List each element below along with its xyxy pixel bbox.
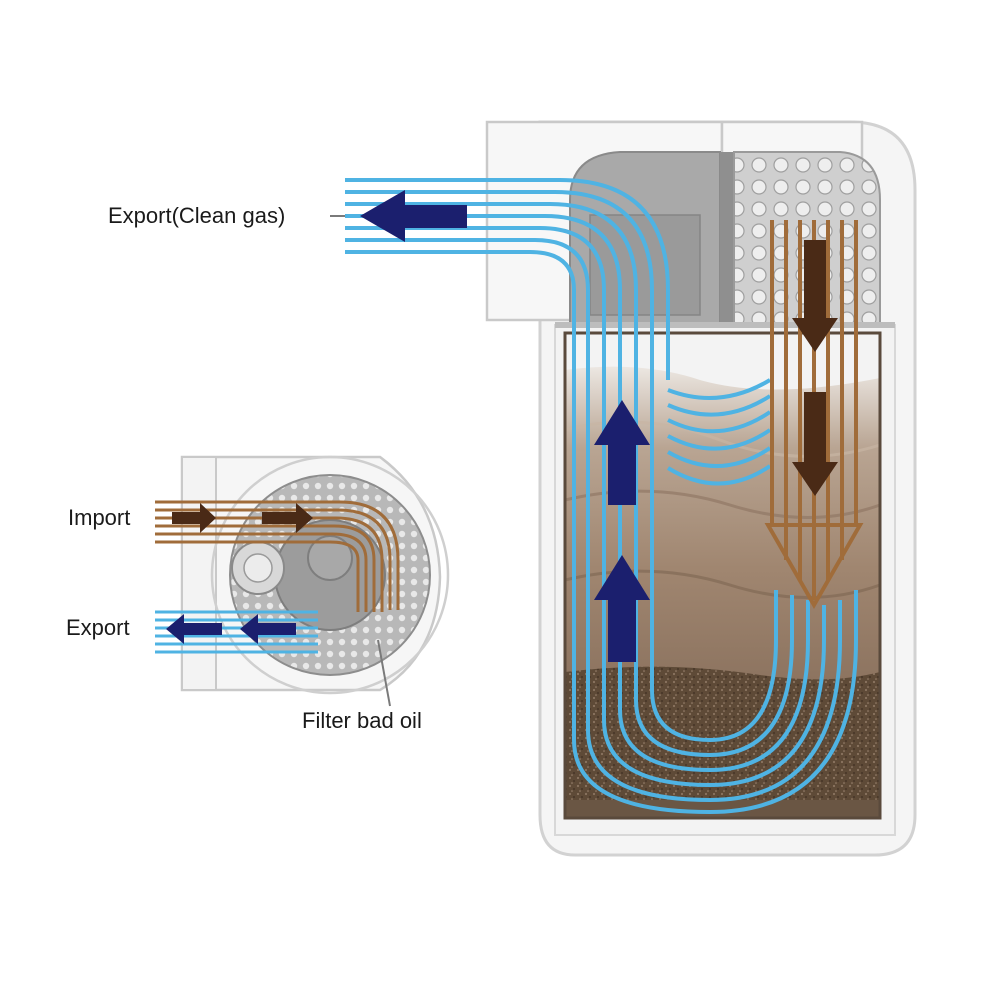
cross-section-view: [155, 455, 450, 707]
arrow-icon: [360, 190, 467, 242]
clean-gas-flow: [345, 178, 858, 815]
import-flow: [155, 500, 400, 612]
export-clean-gas-label: Export(Clean gas): [108, 203, 286, 228]
arrow-icon: [792, 392, 838, 496]
main-filter-unit: [345, 120, 917, 857]
arrow-icon: [594, 400, 650, 505]
export-label: Export: [66, 615, 130, 640]
arrow-icon: [594, 555, 650, 662]
arrow-icon: [262, 503, 313, 533]
import-label: Import: [68, 505, 131, 530]
arrow-icon: [166, 614, 222, 644]
arrow-icon: [240, 614, 296, 644]
filter-bad-oil-label: Filter bad oil: [302, 708, 422, 733]
downflow-arrows: [792, 240, 838, 496]
upflow-arrows: [594, 400, 650, 662]
arrow-icon: [172, 503, 216, 533]
arrow-icon: [792, 240, 838, 352]
